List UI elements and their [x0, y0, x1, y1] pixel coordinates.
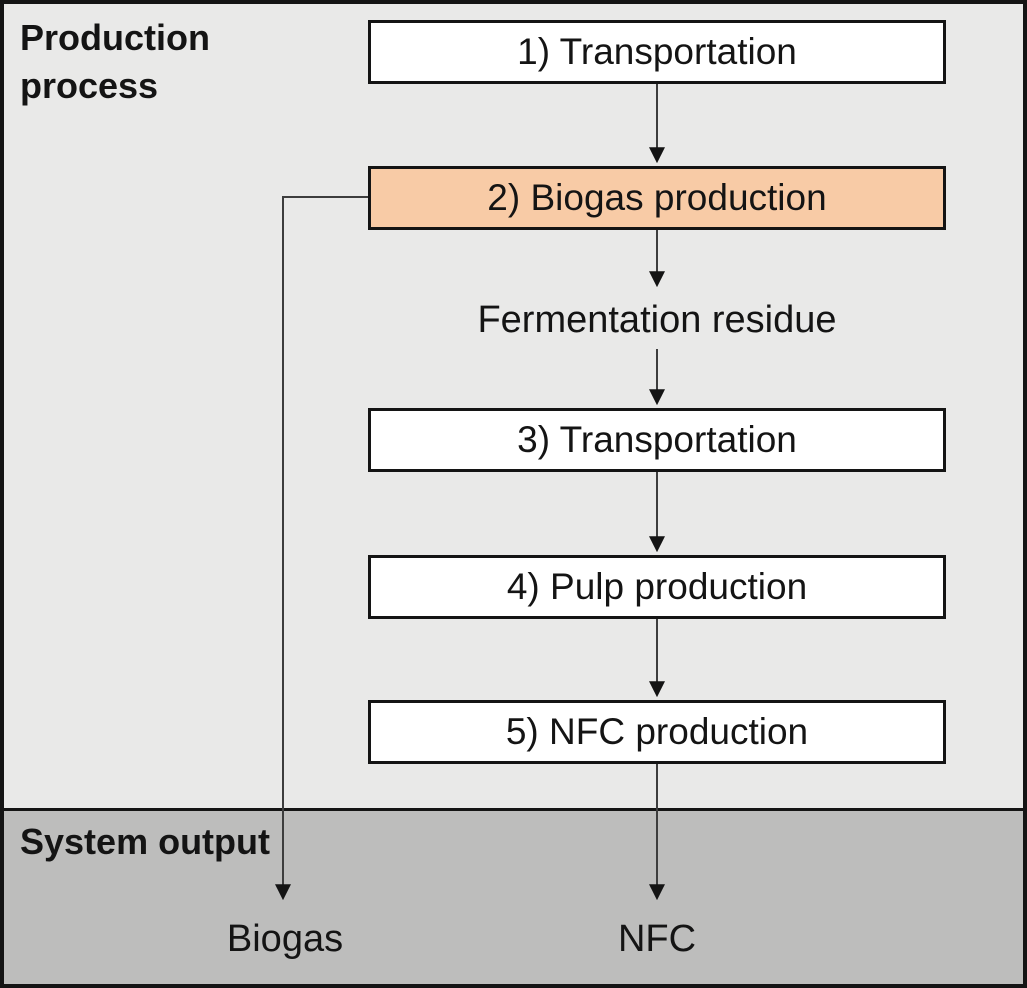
process-step-box-1-transportation: 1) Transportation	[368, 20, 946, 84]
system-output-section	[4, 808, 1023, 984]
production-process-section	[4, 4, 1023, 808]
fermentation-residue-label: Fermentation residue	[477, 299, 837, 341]
system-output-label: System output	[20, 821, 271, 862]
process-step-box-4-pulp-production: 4) Pulp production	[368, 555, 946, 619]
output-label-nfc: NFC	[617, 918, 697, 960]
process-step-box-2-biogas-production: 2) Biogas production	[368, 166, 946, 230]
process-step-box-5-nfc-production: 5) NFC production	[368, 700, 946, 764]
production-process-label: Production process	[20, 17, 210, 106]
process-step-box-3-transportation: 3) Transportation	[368, 408, 946, 472]
output-label-biogas: Biogas	[226, 918, 344, 960]
